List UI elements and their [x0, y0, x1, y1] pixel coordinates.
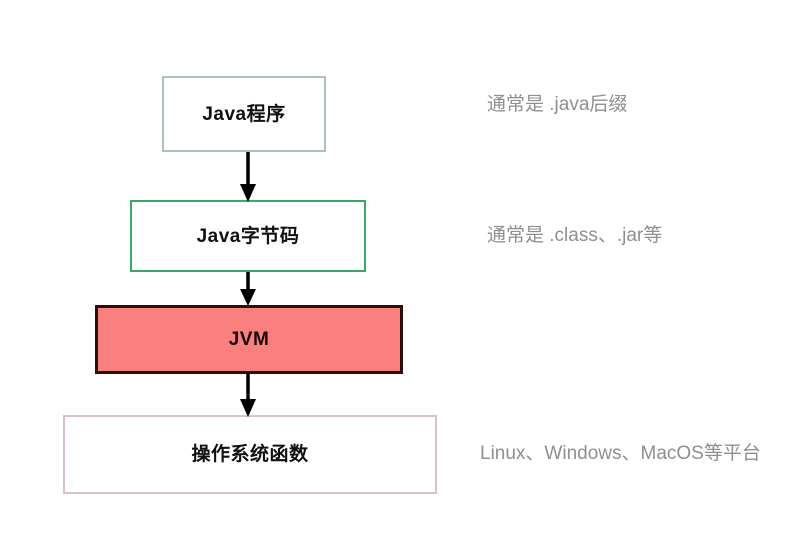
- arrow-program-to-bytecode: [240, 152, 256, 202]
- annotation-bytecode-file-suffix: 通常是 .class、.jar等: [487, 225, 663, 246]
- node-os-functions-label: 操作系统函数: [191, 444, 309, 465]
- annotation-os-platforms: Linux、Windows、MacOS等平台: [480, 443, 761, 464]
- node-os-functions[interactable]: 操作系统函数: [63, 415, 437, 494]
- arrow-jvm-to-os: [240, 374, 256, 417]
- node-java-program[interactable]: Java程序: [162, 76, 326, 152]
- node-java-program-label: Java程序: [202, 103, 286, 125]
- node-java-bytecode-label: Java字节码: [196, 225, 300, 247]
- node-jvm[interactable]: JVM: [95, 305, 403, 374]
- node-jvm-label: JVM: [228, 329, 270, 350]
- arrow-bytecode-to-jvm: [240, 272, 256, 306]
- node-java-bytecode[interactable]: Java字节码: [130, 200, 366, 272]
- annotation-source-file-suffix: 通常是 .java后缀: [487, 94, 628, 115]
